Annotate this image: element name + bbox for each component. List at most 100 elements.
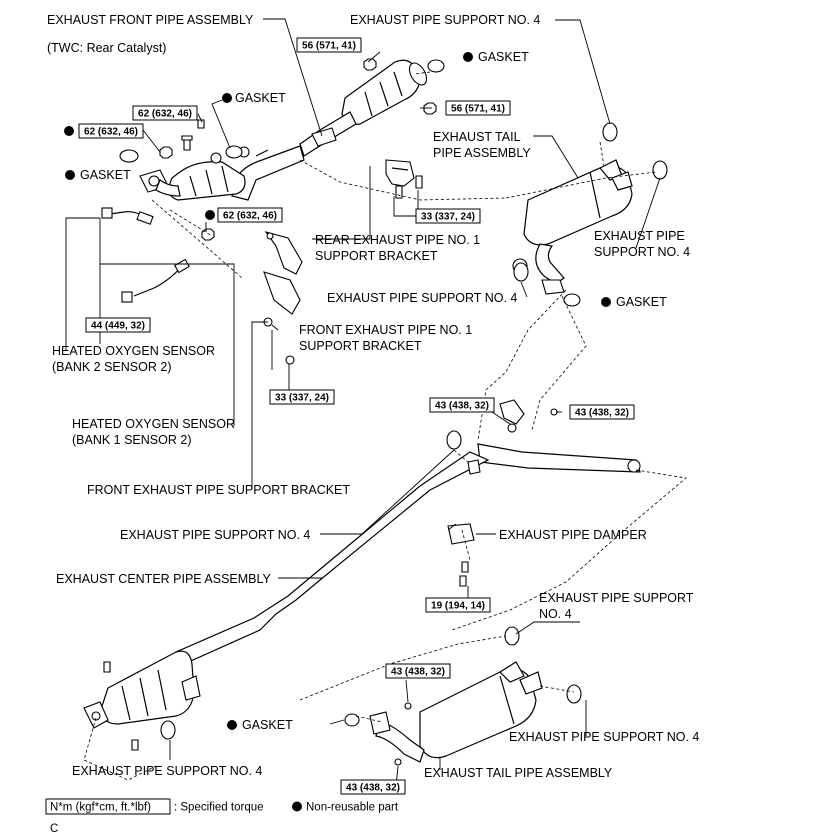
torque-value: 43 (438, 32) bbox=[575, 408, 629, 419]
label-gasket-front-upper: GASKET bbox=[235, 91, 286, 105]
torque-value: 62 (632, 46) bbox=[84, 127, 138, 138]
filled-circle-icon bbox=[227, 720, 237, 730]
filled-circle-icon bbox=[222, 93, 232, 103]
parts-illustration bbox=[83, 58, 668, 766]
bolt-icon bbox=[459, 561, 469, 587]
torque-box: 56 (571, 41) bbox=[445, 100, 511, 116]
exhaust-front-pipe-assembly-drawing bbox=[139, 59, 428, 201]
support-no4-lower-upper-drawing bbox=[504, 626, 520, 646]
torque-box: 62 (632, 46) bbox=[132, 105, 198, 121]
torque-box: 19 (194, 14) bbox=[425, 597, 491, 613]
label-exhaust-pipe-support-no4-top: EXHAUST PIPE SUPPORT NO. 4 bbox=[350, 13, 540, 27]
exhaust-tail-pipe-lower-drawing bbox=[369, 661, 543, 766]
legend-specified-torque: : Specified torque bbox=[174, 802, 264, 814]
filled-circle-icon bbox=[463, 52, 473, 62]
torque-value: 33 (337, 24) bbox=[275, 393, 329, 404]
label-ho2s-bank2-1: HEATED OXYGEN SENSOR bbox=[52, 344, 215, 358]
gasket-tail-lower bbox=[344, 713, 360, 727]
support-no4-upper-right-drawing bbox=[602, 122, 618, 142]
torque-box: 44 (449, 32) bbox=[85, 317, 151, 333]
label-gasket-tail-upper: GASKET bbox=[616, 295, 667, 309]
front-exhaust-pipe-support-bracket-drawing bbox=[263, 231, 303, 365]
assembly-dashed-lines bbox=[83, 71, 687, 781]
label-support-no4-mid: EXHAUST PIPE SUPPORT NO. 4 bbox=[327, 291, 517, 305]
heated-oxygen-sensor-bank2-drawing bbox=[101, 207, 154, 225]
label-support-lower-2: NO. 4 bbox=[539, 607, 572, 621]
label-front-support-bracket: FRONT EXHAUST PIPE SUPPORT BRACKET bbox=[87, 483, 350, 497]
support-no4-right-drawing bbox=[652, 160, 668, 180]
exhaust-pipe-damper-drawing bbox=[447, 523, 475, 545]
label-exhaust-tail-pipe-upper-1: EXHAUST TAIL bbox=[433, 130, 521, 144]
label-rear-bracket-1: REAR EXHAUST PIPE NO. 1 bbox=[315, 233, 480, 247]
gasket-front-upper bbox=[225, 145, 243, 159]
filled-circle-icon bbox=[64, 126, 74, 136]
label-ho2s-bank1-1: HEATED OXYGEN SENSOR bbox=[72, 417, 235, 431]
torque-box: 62 (632, 46) bbox=[217, 207, 283, 223]
legend-non-reusable: Non-reusable part bbox=[306, 802, 399, 814]
torque-value: 33 (337, 24) bbox=[421, 212, 475, 223]
legend: N*m (kgf*cm, ft.*lbf) : Specified torque… bbox=[45, 798, 399, 835]
support-no4-mid-drawing bbox=[513, 262, 529, 282]
support-no4-center-drawing bbox=[446, 430, 462, 450]
bolt-icon bbox=[197, 119, 205, 129]
label-exhaust-pipe-damper: EXHAUST PIPE DAMPER bbox=[499, 528, 647, 542]
torque-box: 62 (632, 46) bbox=[78, 123, 144, 139]
filled-circle-icon bbox=[205, 210, 215, 220]
exhaust-tail-pipe-upper-drawing bbox=[512, 159, 633, 295]
label-support-no4-lower-left: EXHAUST PIPE SUPPORT NO. 4 bbox=[72, 764, 262, 778]
gasket-tail-upper bbox=[563, 293, 581, 307]
label-exhaust-front-pipe-assembly: EXHAUST FRONT PIPE ASSEMBLY bbox=[47, 13, 254, 27]
legend-unit-text: N*m (kgf*cm, ft.*lbf) bbox=[50, 802, 151, 814]
label-rear-bracket-2: SUPPORT BRACKET bbox=[315, 249, 438, 263]
label-ho2s-bank2-2: (BANK 2 SENSOR 2) bbox=[52, 360, 171, 374]
label-support-no4-right-2: SUPPORT NO. 4 bbox=[594, 245, 690, 259]
label-gasket-upper-cat: GASKET bbox=[478, 50, 529, 64]
nut-icon bbox=[363, 58, 377, 71]
torque-box: 33 (337, 24) bbox=[269, 389, 335, 405]
torque-box: 43 (438, 32) bbox=[340, 779, 406, 795]
torque-box: 43 (438, 32) bbox=[429, 397, 495, 413]
torque-value: 56 (571, 41) bbox=[451, 104, 505, 115]
label-front-bracket-no1-1: FRONT EXHAUST PIPE NO. 1 bbox=[299, 323, 472, 337]
torque-value: 62 (632, 46) bbox=[223, 211, 277, 222]
rear-exhaust-pipe-bracket-drawing bbox=[385, 159, 423, 199]
torque-value: 43 (438, 32) bbox=[391, 667, 445, 678]
label-gasket-front-lower: GASKET bbox=[80, 168, 131, 182]
label-exhaust-tail-pipe-upper-2: PIPE ASSEMBLY bbox=[433, 146, 531, 160]
label-exhaust-tail-pipe-lower: EXHAUST TAIL PIPE ASSEMBLY bbox=[424, 766, 613, 780]
nut-icon bbox=[423, 102, 437, 115]
label-ho2s-bank1-2: (BANK 1 SENSOR 2) bbox=[72, 433, 191, 447]
torque-value: 43 (438, 32) bbox=[346, 783, 400, 794]
non-reusable-markers bbox=[64, 52, 611, 730]
support-no4-lower-right-drawing bbox=[566, 684, 582, 704]
label-exhaust-center-pipe-assembly: EXHAUST CENTER PIPE ASSEMBLY bbox=[56, 572, 272, 586]
label-support-no4-lower-right: EXHAUST PIPE SUPPORT NO. 4 bbox=[509, 730, 699, 744]
nut-icon bbox=[159, 146, 173, 159]
label-support-no4-center: EXHAUST PIPE SUPPORT NO. 4 bbox=[120, 528, 310, 542]
torque-box: 56 (571, 41) bbox=[296, 37, 362, 53]
torque-value: 62 (632, 46) bbox=[138, 109, 192, 120]
filled-circle-icon bbox=[601, 297, 611, 307]
exhaust-center-pipe-assembly-drawing bbox=[83, 399, 641, 751]
support-no4-lower-left-drawing bbox=[160, 720, 176, 740]
torque-value: 43 (438, 32) bbox=[435, 401, 489, 412]
label-twc-note: (TWC: Rear Catalyst) bbox=[47, 41, 166, 55]
label-support-lower-1: EXHAUST PIPE SUPPORT bbox=[539, 591, 694, 605]
torque-boxes: 56 (571, 41) 56 (571, 41) 62 (632, 46) 6… bbox=[78, 37, 635, 795]
bolt-icon bbox=[181, 135, 193, 151]
gasket-front-lower bbox=[119, 149, 139, 163]
torque-box: 43 (438, 32) bbox=[385, 663, 451, 679]
torque-box: 33 (337, 24) bbox=[415, 208, 481, 224]
gasket-upper-cat bbox=[427, 59, 445, 73]
heated-oxygen-sensor-bank1-drawing bbox=[121, 258, 190, 303]
label-front-bracket-no1-2: SUPPORT BRACKET bbox=[299, 339, 422, 353]
legend-unit-box bbox=[45, 798, 171, 815]
text-labels: EXHAUST FRONT PIPE ASSEMBLY (TWC: Rear C… bbox=[47, 13, 699, 780]
filled-circle-icon bbox=[65, 170, 75, 180]
label-gasket-tail-lower: GASKET bbox=[242, 718, 293, 732]
filled-circle-icon bbox=[292, 801, 302, 812]
label-support-no4-right-1: EXHAUST PIPE bbox=[594, 229, 685, 243]
torque-value: 19 (194, 14) bbox=[431, 601, 485, 612]
torque-value: 44 (449, 32) bbox=[91, 321, 145, 332]
